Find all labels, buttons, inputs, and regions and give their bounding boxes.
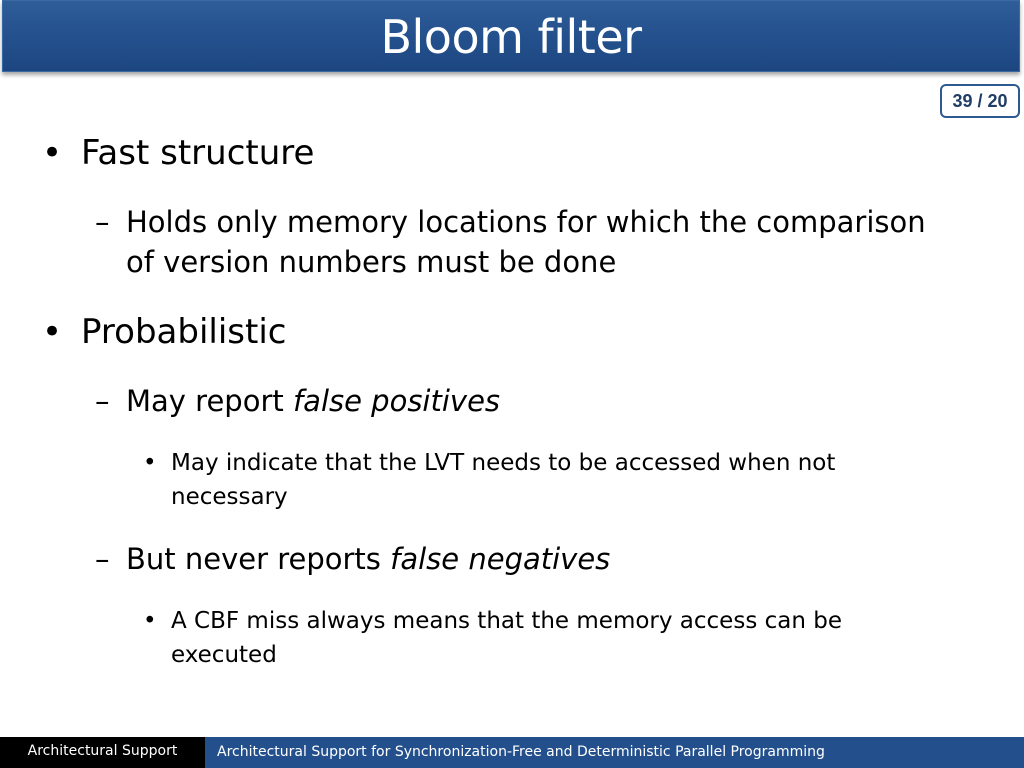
subsubbullet-cbf-line1: A CBF miss always means that the memory … — [171, 608, 842, 634]
bullet-marker: • — [143, 608, 157, 634]
footer-short-title: Architectural Support — [0, 737, 205, 768]
subbullet-false-negatives: But never reports false negatives — [126, 539, 610, 579]
subbullet-false-negatives-emphasis: false negatives — [390, 542, 611, 576]
subbullet-false-negatives-prefix: But never reports — [126, 542, 391, 576]
dash-marker: – — [95, 205, 110, 239]
page-counter: 39 / 20 — [940, 84, 1020, 118]
dash-marker: – — [95, 542, 110, 576]
subsubbullet-cbf-line2: executed — [171, 642, 277, 668]
slide-content: • Fast structure – Holds only memory loc… — [42, 133, 926, 668]
slide-title: Bloom filter — [380, 10, 642, 64]
subbullet-false-positives: May report false positives — [126, 381, 500, 421]
bullet-marker: • — [42, 312, 63, 352]
dash-marker: – — [95, 384, 110, 418]
footer-full-title: Architectural Support for Synchronizatio… — [205, 737, 1024, 768]
subbullet-false-positives-prefix: May report — [126, 384, 293, 418]
subbullet-false-positives-emphasis: false positives — [292, 384, 501, 418]
title-bar: Bloom filter — [2, 0, 1020, 72]
bullet-fast-structure: Fast structure — [81, 133, 315, 173]
bullet-probabilistic: Probabilistic — [81, 312, 287, 352]
subsubbullet-lvt-line2: necessary — [171, 484, 288, 510]
subbullet-holds-line2: of version numbers must be done — [126, 245, 617, 279]
bullet-marker: • — [143, 450, 157, 476]
bullet-marker: • — [42, 133, 63, 173]
subsubbullet-lvt-line1: May indicate that the LVT needs to be ac… — [171, 450, 836, 476]
subbullet-holds-line1: Holds only memory locations for which th… — [126, 205, 926, 239]
